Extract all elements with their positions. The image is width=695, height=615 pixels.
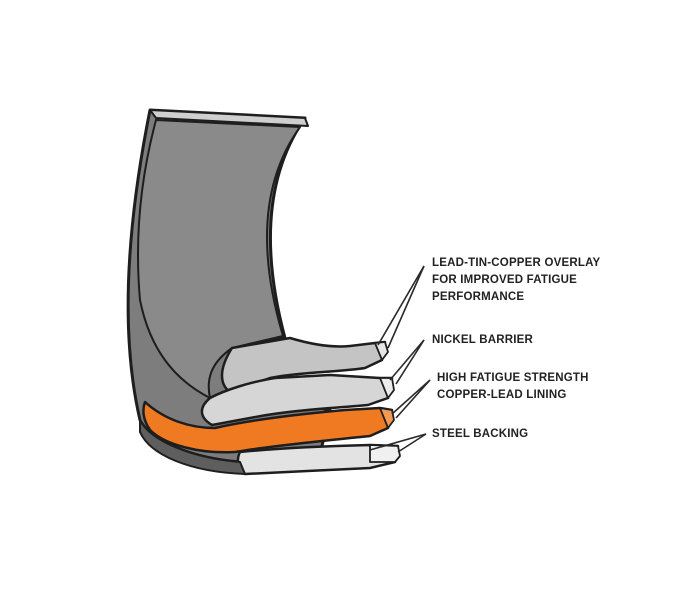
label-nickel-line-1: NICKEL BARRIER (432, 334, 533, 346)
leader-overlay (377, 265, 425, 346)
lining-step-end (379, 407, 395, 429)
label-lining-line-2: COPPER-LEAD LINING (437, 389, 567, 401)
label-overlay-line-1: LEAD-TIN-COPPER OVERLAY (432, 257, 601, 269)
steel-backing-step-end (369, 444, 401, 463)
nickel-barrier-layer (200, 373, 394, 427)
label-overlay: LEAD-TIN-COPPER OVERLAY FOR IMPROVED FAT… (432, 255, 600, 306)
label-lining: HIGH FATIGUE STRENGTH COPPER-LEAD LINING (437, 370, 589, 404)
leader-lines (369, 265, 431, 453)
nickel-step-end (379, 377, 395, 399)
leader-nickel (389, 339, 425, 381)
label-overlay-line-3: PERFORMANCE (432, 291, 525, 303)
label-steel: STEEL BACKING (432, 426, 528, 443)
leader-steel-2 (397, 433, 427, 453)
label-overlay-line-2: FOR IMPROVED FATIGUE (432, 274, 577, 286)
leader-nickel-2 (395, 339, 425, 385)
shell-underside (139, 419, 246, 475)
leader-overlay-2 (387, 265, 425, 349)
leader-steel (369, 433, 427, 451)
overlay-layer (220, 336, 387, 394)
leader-lining (391, 379, 431, 415)
leader-lining-2 (395, 379, 431, 419)
copper-lead-lining (142, 400, 394, 454)
label-steel-line-1: STEEL BACKING (432, 428, 529, 440)
label-lining-line-1: HIGH FATIGUE STRENGTH (437, 372, 589, 384)
overlay-step-end (374, 341, 389, 361)
label-nickel: NICKEL BARRIER (432, 332, 533, 349)
shell-top-edge (149, 109, 309, 127)
